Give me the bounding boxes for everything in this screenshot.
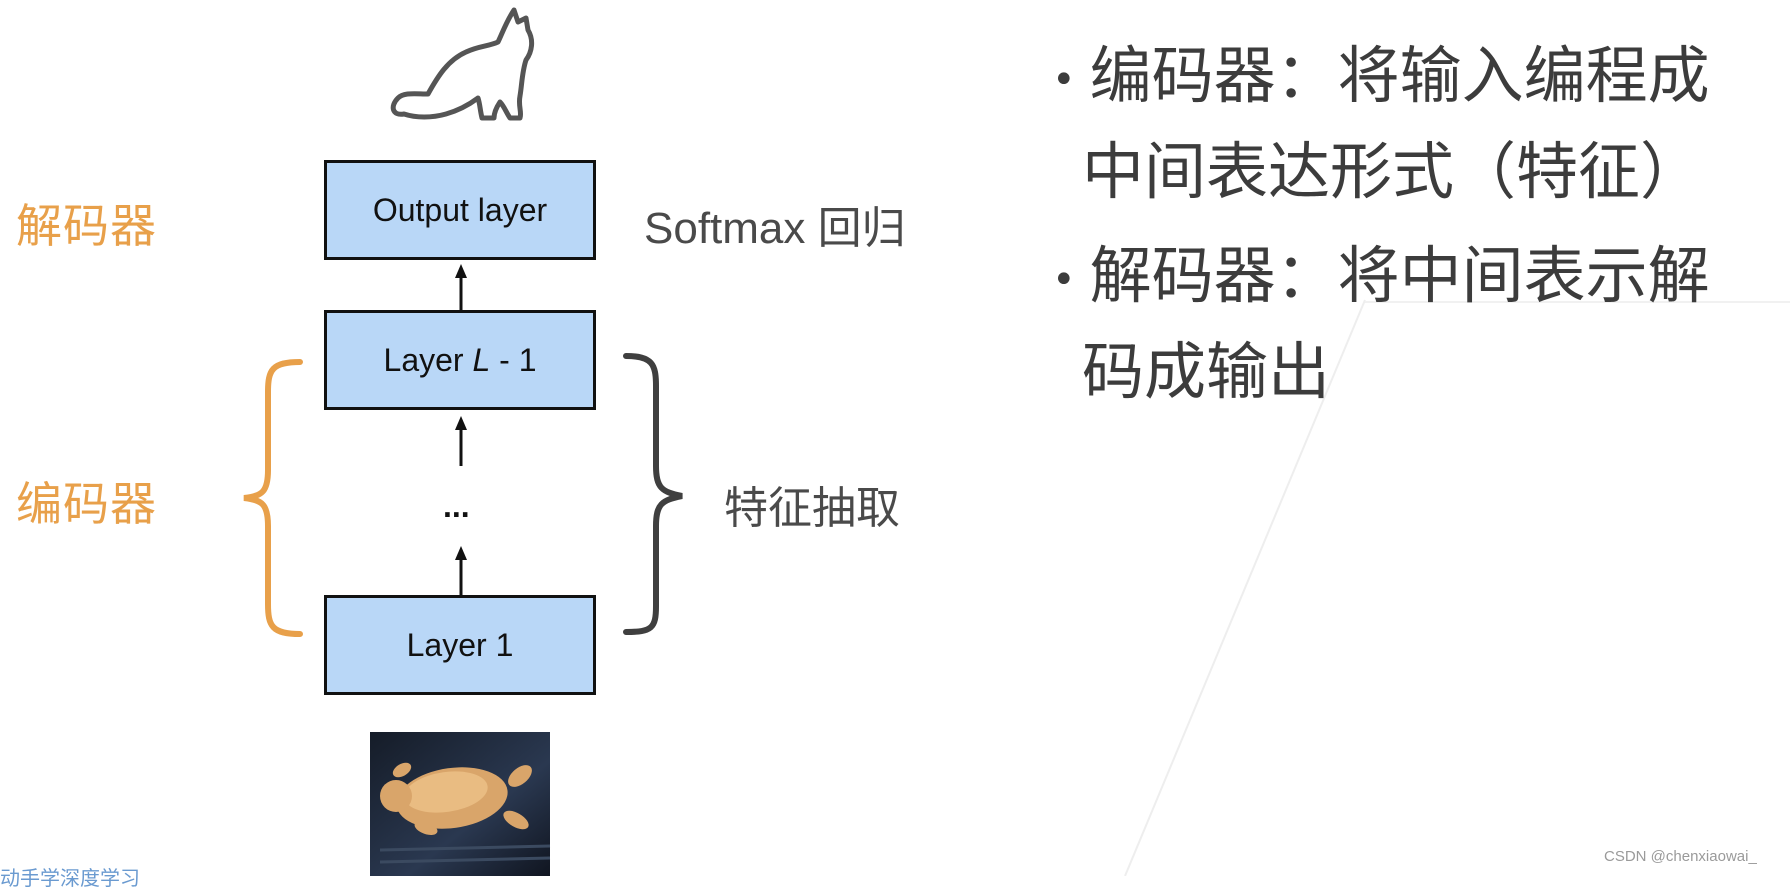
bullet-decoder-line2: 码成输出 bbox=[1082, 334, 1331, 408]
encoder-brace bbox=[243, 359, 303, 637]
layers-ellipsis: ... bbox=[443, 488, 470, 524]
cat-photo bbox=[370, 732, 551, 876]
layer-1-label: Layer 1 bbox=[406, 626, 514, 663]
bullet-decoder-text1: 解码器：将中间表示解 bbox=[1089, 239, 1710, 312]
decoder-label: 解码器 bbox=[16, 199, 157, 253]
output-layer-box: Output layer bbox=[324, 160, 596, 260]
footer-course-text: 动手学深度学习 bbox=[0, 866, 140, 890]
layer-l-variable: L bbox=[472, 341, 491, 378]
cat-icon bbox=[390, 7, 535, 121]
softmax-label: Softmax 回归 bbox=[644, 204, 906, 253]
layer-l-minus-1-suffix: - 1 bbox=[490, 341, 537, 378]
bullet-encoder: • 编码器：将输入编程成 中间表达形式（特征） bbox=[1052, 30, 1710, 218]
bullet-encoder-line2: 中间表达形式（特征） bbox=[1082, 134, 1703, 208]
bullet-decoder-line1: • 解码器：将中间表示解 bbox=[1052, 230, 1710, 326]
bullet-dot-icon: • bbox=[1052, 56, 1076, 103]
arrow-middle bbox=[455, 416, 467, 466]
layer-l-minus-1-box: Layer L - 1 bbox=[324, 310, 596, 410]
bullet-dot-icon: • bbox=[1052, 256, 1076, 303]
layer-1-box: Layer 1 bbox=[324, 595, 596, 695]
bullet-decoder: • 解码器：将中间表示解 码成输出 bbox=[1052, 230, 1710, 418]
arrow-top bbox=[455, 264, 467, 310]
background-line bbox=[1124, 299, 1366, 876]
bullet-encoder-text1: 编码器：将输入编程成 bbox=[1089, 39, 1710, 112]
arrow-bottom bbox=[455, 546, 467, 595]
encoder-label: 编码器 bbox=[16, 477, 157, 531]
csdn-watermark: CSDN @chenxiaowai_ bbox=[1604, 848, 1757, 865]
bullet-encoder-line1: • 编码器：将输入编程成 bbox=[1052, 30, 1710, 126]
output-layer-label: Output layer bbox=[372, 191, 548, 228]
feature-extraction-label: 特征抽取 bbox=[724, 483, 900, 534]
layer-l-minus-1-prefix: Layer bbox=[383, 341, 473, 378]
feature-brace bbox=[623, 353, 683, 635]
